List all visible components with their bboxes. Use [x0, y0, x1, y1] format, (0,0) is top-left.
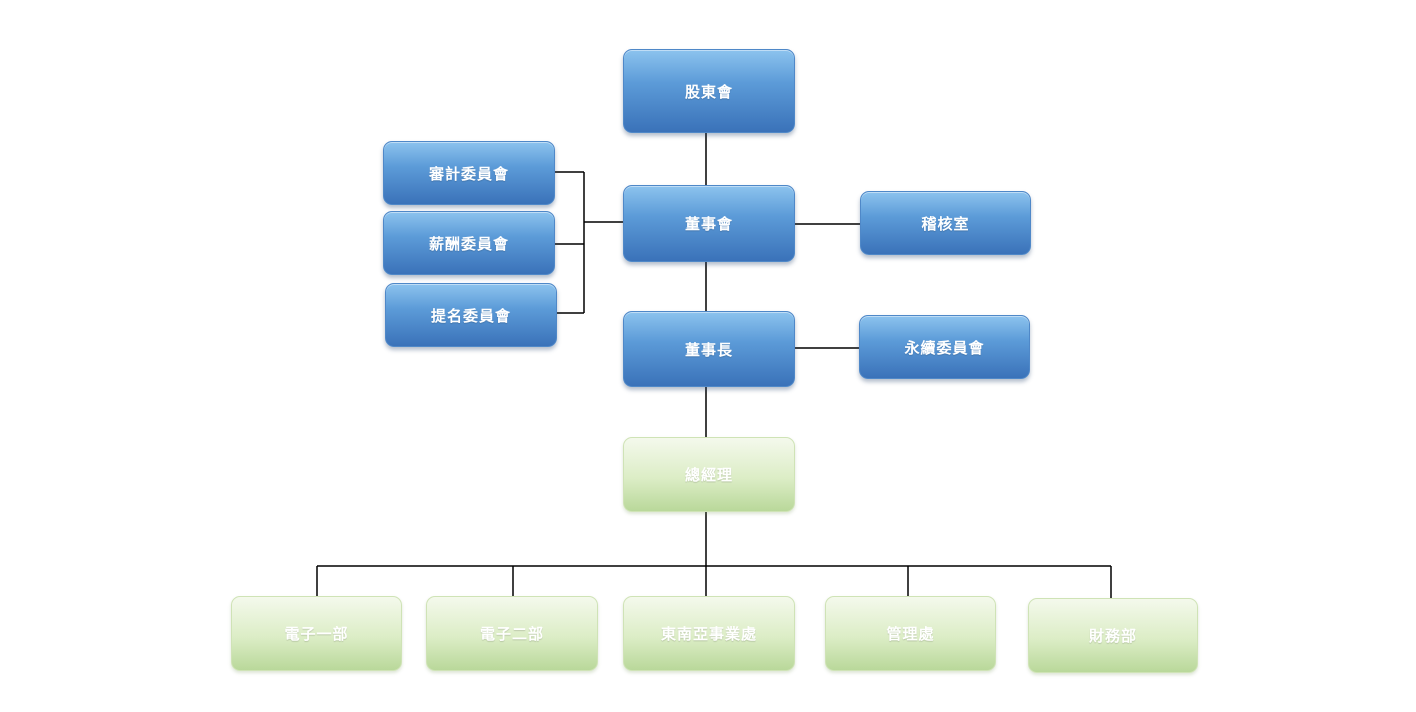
sustainability-committee-label: 永續委員會 [904, 338, 985, 357]
department-label: 財務部 [1088, 627, 1137, 645]
chairman-box: 董事長 [623, 311, 795, 387]
board-of-directors-label: 董事會 [684, 215, 733, 233]
board-of-directors-box: 董事會 [623, 185, 795, 262]
audit-committee-box: 審計委員會 [383, 141, 555, 205]
internal-audit-office-label: 稽核室 [921, 214, 970, 233]
department-label: 東南亞事業處 [660, 625, 757, 643]
department-label: 電子一部 [284, 625, 349, 643]
sustainability-committee-box: 永續委員會 [859, 315, 1030, 379]
shareholders-meeting-label: 股東會 [684, 82, 733, 101]
department-box-1: 電子一部 [231, 596, 402, 671]
audit-committee-label: 審計委員會 [428, 164, 509, 183]
shareholders-meeting-box: 股東會 [623, 49, 795, 133]
department-box-3: 東南亞事業處 [623, 596, 795, 671]
chairman-label: 董事長 [684, 340, 733, 359]
internal-audit-office-box: 稽核室 [860, 191, 1031, 255]
department-box-5: 財務部 [1028, 598, 1198, 673]
remuneration-committee-label: 薪酬委員會 [428, 234, 509, 253]
department-box-2: 電子二部 [426, 596, 598, 671]
nomination-committee-label: 提名委員會 [430, 306, 511, 325]
remuneration-committee-box: 薪酬委員會 [383, 211, 555, 275]
general-manager-label: 總經理 [684, 466, 733, 484]
department-label: 管理處 [886, 625, 935, 643]
nomination-committee-box: 提名委員會 [385, 283, 557, 347]
department-label: 電子二部 [479, 625, 544, 643]
general-manager-box: 總經理 [623, 437, 795, 512]
department-box-4: 管理處 [825, 596, 996, 671]
